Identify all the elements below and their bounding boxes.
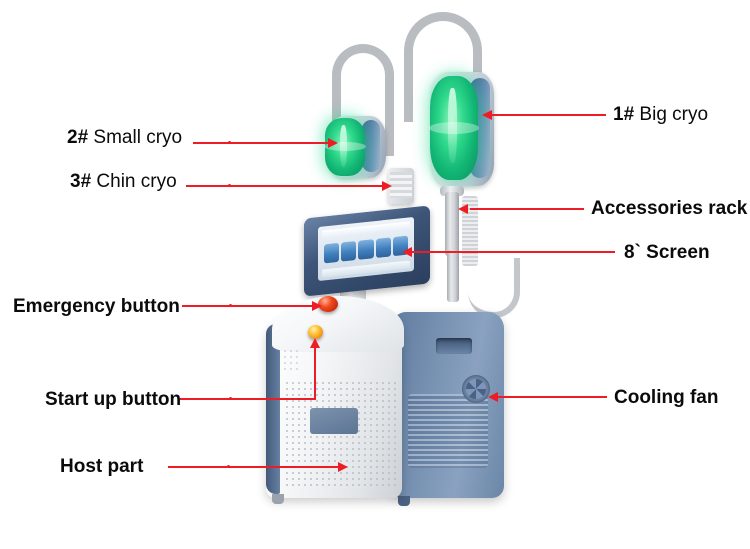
leader-line-big-cryo [492,114,606,116]
emergency-stop-button[interactable] [318,296,338,312]
screen-icon-4[interactable] [375,237,391,258]
screen-icon-1[interactable] [323,243,339,264]
small-cryo-waist [324,142,366,151]
screen-icon-3[interactable] [358,239,374,260]
leader-line-start-up-button [180,398,315,400]
callout-label-big-cryo: 1# Big cryo [613,105,708,124]
host-front-left-edge [266,324,280,494]
callout-label-host-part: Host part [60,457,143,476]
callout-text-big-cryo: Big cryo [639,104,709,125]
leader-line-small-cryo [193,142,328,144]
callout-num-big-cryo: 1# [613,104,635,125]
host-side-vent-dots [282,348,298,374]
accessory-rack-lower-pole [447,250,459,302]
callout-label-chin-cryo: 3# Chin cryo [70,172,177,191]
callout-text-chin-cryo: Chin cryo [96,171,177,192]
leader-arrow-start-up-button [310,338,320,348]
leader-line-chin-cryo [186,185,382,187]
accessory-rack-pole [445,192,459,256]
leader-line-accessories-rack [470,208,584,210]
callout-text-small-cryo: Small cryo [93,127,183,148]
callout-text-screen: 8` Screen [624,242,710,263]
leader-line-emergency-button [182,305,316,307]
start-up-button[interactable] [308,325,323,339]
leader-line-start-up-button-vertical [314,348,316,400]
big-cryo-waist [429,122,479,134]
host-front-plaque [310,408,358,434]
leader-arrow-chin-cryo [382,181,392,191]
callout-text-cooling-fan: Cooling fan [614,387,719,408]
leader-arrow-host-part [338,462,348,472]
leader-arrow-accessories-rack [458,204,468,214]
host-foot-right [398,496,410,506]
small-cryo-accent [362,120,380,172]
cooling-fan [462,375,490,403]
leader-dot-small-cryo [228,141,231,144]
callout-label-emergency-button: Emergency button [13,297,180,316]
host-foot-left [272,494,284,504]
leader-dot-start-up-button [229,397,232,400]
leader-line-cooling-fan [498,396,607,398]
callout-label-screen: 8` Screen [624,243,710,262]
screen-icon-2[interactable] [341,241,357,262]
callout-text-host-part: Host part [60,456,144,477]
leader-dot-host-part [227,465,230,468]
host-vent-slats [408,394,488,468]
callout-label-start-up-button: Start up button [45,390,181,409]
leader-line-screen [412,251,615,253]
callout-num-small-cryo: 2# [67,127,89,148]
big-cryo-applicator [430,76,478,180]
leader-arrow-big-cryo [482,110,492,120]
callout-text-emergency-button: Emergency button [13,296,180,317]
chin-cryo-ribs [390,172,412,198]
leader-arrow-emergency-button [312,301,322,311]
hose-big-cryo [404,12,482,122]
callout-label-accessories-rack: Accessories rack [591,199,747,218]
callout-label-small-cryo: 2# Small cryo [67,128,182,147]
screen-icon-row[interactable] [323,235,409,264]
host-handle-recess [436,338,472,354]
leader-arrow-screen [402,247,412,257]
hose-small-cryo [332,44,394,156]
callout-text-start-up-button: Start up button [45,389,182,410]
leader-dot-emergency-button [229,304,232,307]
leader-dot-chin-cryo [228,184,231,187]
callout-num-chin-cryo: 3# [70,171,92,192]
callout-label-cooling-fan: Cooling fan [614,388,718,407]
leader-line-host-part [168,466,340,468]
leader-arrow-small-cryo [328,138,338,148]
callout-text-accessories-rack: Accessories rack [591,198,748,219]
leader-arrow-cooling-fan [488,392,498,402]
accessory-rack-cap [440,186,464,196]
screen-display[interactable] [318,216,414,282]
